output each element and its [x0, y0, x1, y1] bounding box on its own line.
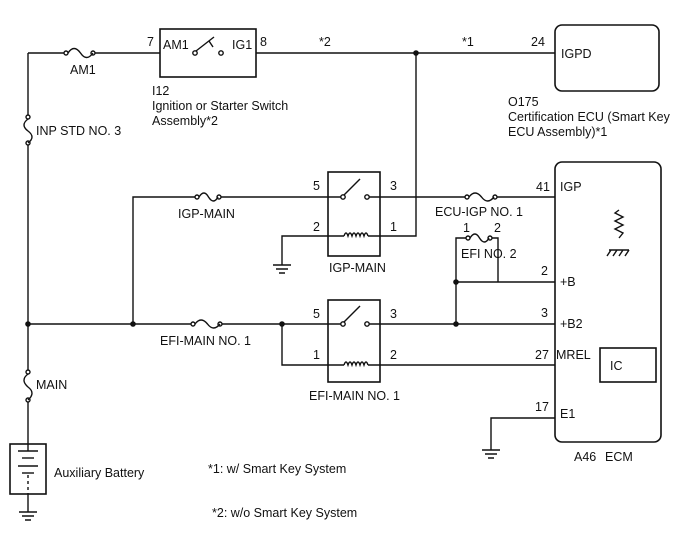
relay-efi-p1: 1: [313, 348, 320, 362]
relay-efi-label: EFI-MAIN NO. 1: [309, 389, 400, 403]
fuse-ecu-igp-symbol: [464, 192, 498, 202]
ecm-ic-label: IC: [610, 359, 623, 373]
cert-ecu-terminal: IGPD: [561, 47, 592, 61]
ecm-b2-pin: 3: [541, 306, 548, 320]
ecm-igp-pin: 41: [536, 180, 550, 194]
cert-ecu-name-line2: ECU Assembly)*1: [508, 125, 607, 139]
ground-icon-battery: [19, 511, 37, 521]
ecm-e1-label: E1: [560, 407, 575, 421]
relay-igp-p1: 1: [390, 220, 397, 234]
relay-igp-p2: 2: [313, 220, 320, 234]
switch-name-line1: Ignition or Starter Switch: [152, 99, 288, 113]
switch-ig1-label: IG1: [232, 38, 252, 52]
ecm-b-label: +B: [560, 275, 576, 289]
switch-name-line2: Assembly*2: [152, 114, 218, 128]
ecm-b-pin: 2: [541, 264, 548, 278]
ecm-e1-pin: 17: [535, 400, 549, 414]
relay-efi-main-box: [327, 299, 381, 383]
ground-icon-ecm: [482, 449, 500, 459]
ignition-switch-box: [159, 28, 257, 78]
fuse-igp-main-symbol: [194, 192, 222, 202]
cert-ecu-pin: 24: [531, 35, 545, 49]
fuse-efi-main1-symbol: [190, 319, 223, 329]
relay-efi-p2: 2: [390, 348, 397, 362]
relay-efi-p3: 3: [390, 307, 397, 321]
note-no-smart-key: *2: w/o Smart Key System: [212, 506, 357, 520]
fuse-efi2-pin2: 2: [494, 221, 501, 235]
fuse-main-symbol: [23, 369, 33, 403]
switch-pin-out: 8: [260, 35, 267, 49]
note-smart-key: *1: w/ Smart Key System: [208, 462, 346, 476]
ground-icon-relay: [273, 264, 291, 274]
fuse-efi-main1-label: EFI-MAIN NO. 1: [160, 334, 251, 348]
ecm-name: ECM: [605, 450, 633, 464]
fuse-ecu-igp-label: ECU-IGP NO. 1: [435, 205, 523, 219]
fuse-efi2-label: EFI NO. 2: [461, 247, 517, 261]
fuse-igp-main-label: IGP-MAIN: [178, 207, 235, 221]
junction-dots: [25, 50, 622, 327]
wire-mark-star2: *2: [319, 35, 331, 49]
fuse-am1-label: AM1: [70, 63, 96, 77]
cert-ecu-name-line1: Certification ECU (Smart Key: [508, 110, 671, 124]
certification-ecu-box: [554, 24, 660, 92]
relay-igp-main-box: [327, 171, 381, 257]
fuse-efi2-symbol: [465, 233, 493, 243]
resistor-symbol: [613, 209, 625, 239]
ecm-igp-label: IGP: [560, 180, 582, 194]
relay-efi-p5: 5: [313, 307, 320, 321]
fuse-efi2-pin1: 1: [463, 221, 470, 235]
relay-igp-p5: 5: [313, 179, 320, 193]
ecm-mrel-label: MREL: [556, 348, 591, 362]
fuse-main-label: MAIN: [36, 378, 67, 392]
relay-igp-label: IGP-MAIN: [329, 261, 386, 275]
cert-ecu-code: O175: [508, 95, 539, 109]
battery-symbol: [9, 443, 47, 495]
switch-pin-in: 7: [147, 35, 154, 49]
ecm-box: [554, 161, 662, 443]
relay-igp-p3: 3: [390, 179, 397, 193]
fuse-inp-std-label: INP STD NO. 3: [36, 124, 121, 138]
battery-label: Auxiliary Battery: [54, 466, 145, 480]
ecm-ic-box: [599, 347, 657, 383]
ecm-mrel-pin: 27: [535, 348, 549, 362]
ecm-b2-label: +B2: [560, 317, 583, 331]
chassis-ground-icon: [606, 249, 630, 257]
wire-mark-star1: *1: [462, 35, 474, 49]
fuse-am1-symbol: [63, 47, 96, 59]
switch-am1-label: AM1: [163, 38, 189, 52]
ecm-code: A46: [574, 450, 596, 464]
switch-code: I12: [152, 84, 169, 98]
fuse-inp-std-symbol: [23, 114, 33, 146]
